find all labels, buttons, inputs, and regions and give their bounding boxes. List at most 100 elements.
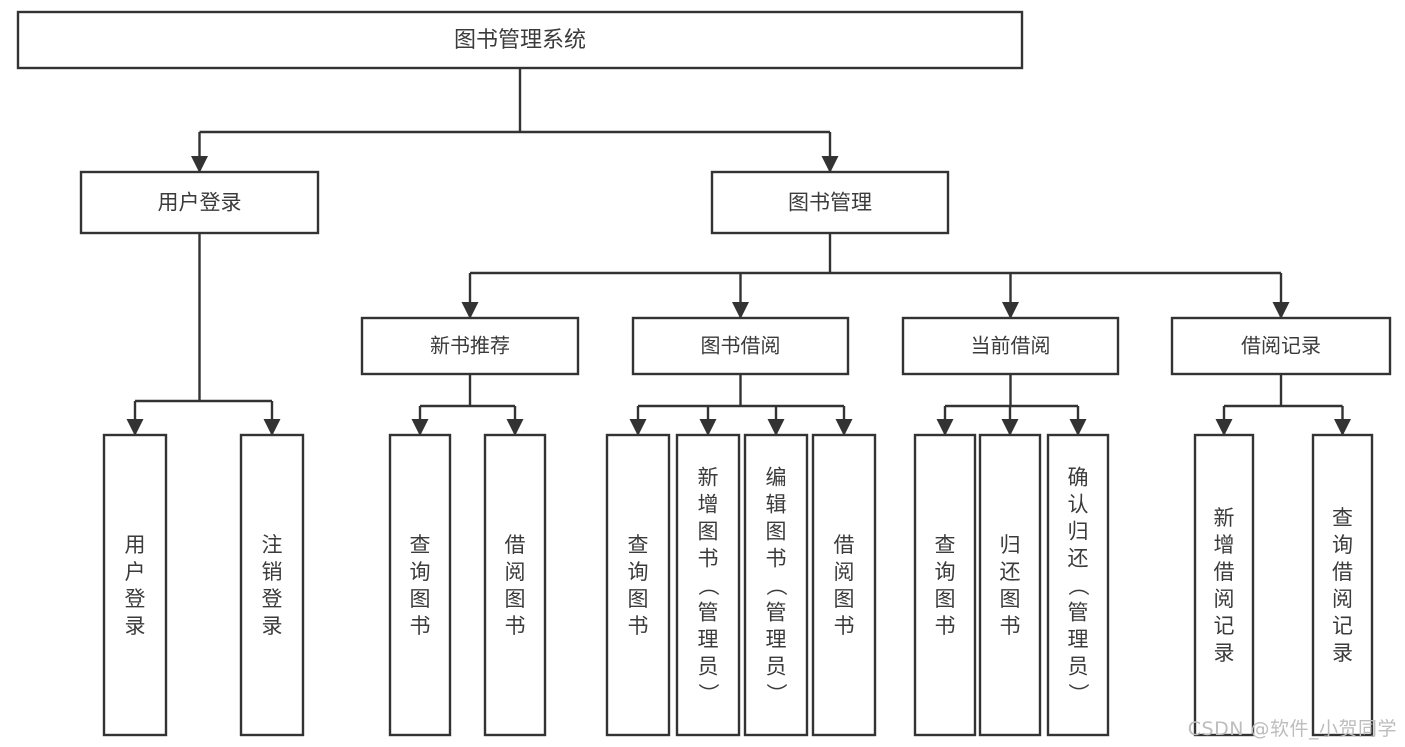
node-book-management-label: 图书管理 (788, 191, 872, 215)
node-l2-2-label: 当前借阅 (971, 334, 1051, 358)
leaf-node-2-char: 查 (410, 533, 431, 557)
node-l2-0[interactable]: 新书推荐 (360, 316, 580, 376)
leaf-node-12-char: 查 (1332, 506, 1353, 530)
leaf-node-5-char: 理 (698, 628, 719, 652)
node-book-management-box (710, 170, 950, 235)
leaf-node-10-char: 确 (1068, 466, 1089, 490)
node-l2-2[interactable]: 当前借阅 (901, 316, 1120, 376)
leaf-node-6-box (743, 433, 809, 737)
book-mgmt-to-l2-arrow-1 (732, 302, 749, 319)
leaf-node-4-char: 图 (628, 587, 649, 611)
node-l2-1[interactable]: 图书借阅 (631, 316, 850, 376)
leaf-node-10-char: 员 (1068, 655, 1089, 679)
leaf-node-12-box (1311, 433, 1374, 737)
leaf-node-3-char: 阅 (505, 560, 526, 584)
node-l2-1-box (631, 316, 850, 376)
leaf-node-8-char: 书 (935, 614, 956, 638)
book-mgmt-to-l2-arrow-3 (1272, 302, 1290, 319)
node-user-login-box (79, 170, 320, 235)
leaf-node-7-char: 图 (834, 587, 855, 611)
node-user-login[interactable]: 用户登录 (79, 170, 320, 235)
leaf-node-0-box (102, 433, 168, 737)
leaf-node-5-char: （ (696, 575, 720, 596)
user-login-to-leaves-arrow-0 (126, 419, 144, 436)
leaf-node-0-char: 登 (125, 587, 146, 611)
leaf-node-8-box (913, 433, 977, 737)
leaf-node-9-char: 书 (1000, 614, 1021, 638)
l2-1-to-leaves-arrow-0 (629, 419, 647, 436)
root-to-l1-arrow-0 (191, 156, 208, 173)
leaf-node-6-char: 编 (766, 466, 787, 490)
root-to-l1-arrow-1 (821, 156, 839, 173)
leaf-node-2-char: 询 (410, 560, 431, 584)
l2-2-to-leaves-arrow-0 (936, 419, 954, 436)
book-mgmt-to-l2-arrow-0 (461, 302, 479, 319)
leaf-node-10-box (1046, 433, 1110, 737)
node-l2-0-box (360, 316, 580, 376)
leaf-node-10-char: 认 (1068, 493, 1089, 517)
leaf-node-7-box (811, 433, 877, 737)
node-book-management[interactable]: 图书管理 (710, 170, 950, 235)
leaf-node-0[interactable]: 用户登录 (102, 433, 168, 737)
node-l2-2-box (901, 316, 1120, 376)
leaf-node-12-char: 借 (1332, 560, 1353, 584)
leaf-node-4-box (605, 433, 671, 737)
leaf-node-1-char: 销 (262, 560, 283, 584)
leaf-node-10-char: 还 (1068, 547, 1089, 571)
leaf-node-5-char: 增 (698, 493, 719, 517)
l2-3-to-leaves-arrow-0 (1215, 419, 1233, 436)
leaf-node-5-char: ） (696, 683, 720, 704)
leaf-node-11-char: 借 (1214, 560, 1235, 584)
leaf-node-5-char: 员 (698, 655, 719, 679)
leaf-node-5-char: 书 (698, 547, 719, 571)
leaf-node-9-char: 归 (1000, 533, 1021, 557)
leaf-node-3-char: 图 (505, 587, 526, 611)
leaf-node-3-char: 借 (505, 533, 526, 557)
leaf-node-1-box (239, 433, 305, 737)
l2-0-to-leaves-arrow-0 (411, 419, 429, 436)
leaf-node-11-char: 阅 (1214, 587, 1235, 611)
leaf-node-4-char: 询 (628, 560, 649, 584)
node-l2-0-label: 新书推荐 (430, 334, 510, 358)
leaf-node-3-char: 书 (505, 614, 526, 638)
node-l2-3-box (1170, 316, 1392, 376)
leaf-node-6-char: 辑 (766, 493, 787, 517)
leaf-node-9-char: 还 (1000, 560, 1021, 584)
leaf-node-10-char: 管 (1068, 601, 1089, 625)
leaf-node-4-char: 书 (628, 614, 649, 638)
leaf-node-0-char: 用 (125, 533, 146, 557)
l2-1-to-leaves-arrow-3 (835, 419, 853, 436)
root-node-system[interactable]: 图书管理系统 (16, 10, 1024, 70)
book-mgmt-to-l2-arrow-2 (1002, 302, 1019, 319)
leaf-node-10-char: 归 (1068, 520, 1089, 544)
root-node-system-label: 图书管理系统 (454, 28, 586, 53)
leaf-node-11-char: 录 (1214, 641, 1235, 665)
connector-layer (126, 68, 1351, 436)
node-l2-1-label: 图书借阅 (701, 334, 781, 358)
leaf-node-5-char: 新 (698, 466, 719, 490)
leaf-node-6-char: 员 (766, 655, 787, 679)
leaf-node-11-char: 增 (1214, 533, 1235, 557)
leaf-node-3-box (483, 433, 547, 737)
leaf-node-6-char: 理 (766, 628, 787, 652)
node-l2-3[interactable]: 借阅记录 (1170, 316, 1392, 376)
node-l2-3-label: 借阅记录 (1241, 334, 1321, 358)
leaf-node-11-box (1193, 433, 1255, 737)
leaf-node-2-box (388, 433, 452, 737)
node-layer: 图书管理系统用户登录图书管理新书推荐图书借阅当前借阅借阅记录用户登录注销登录查询… (16, 10, 1392, 737)
leaf-node-6-char: 管 (766, 601, 787, 625)
